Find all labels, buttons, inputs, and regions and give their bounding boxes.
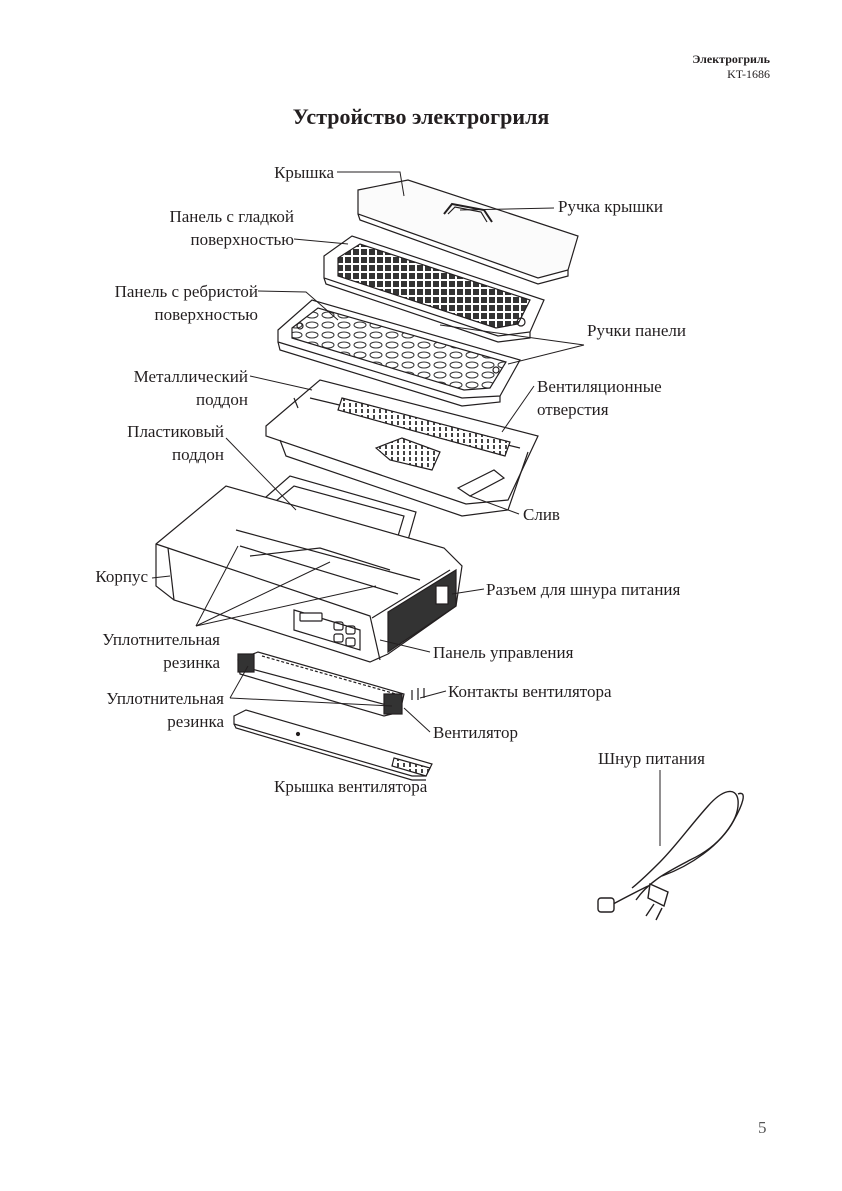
fan-cover-drawing xyxy=(233,709,433,781)
power-cord-drawing xyxy=(597,790,744,921)
label-fan-cover: Крышка вентилятора xyxy=(274,777,428,796)
lid-drawing xyxy=(357,179,579,285)
label-seal-1-line2: резинка xyxy=(163,653,220,672)
label-plastic-tray-line1: Пластиковый xyxy=(127,422,224,441)
label-ribbed-panel-line2: поверхностью xyxy=(154,305,258,324)
leader-lines xyxy=(151,171,661,846)
label-fan: Вентилятор xyxy=(433,723,519,742)
smooth-panel-drawing xyxy=(323,235,545,343)
label-smooth-panel-line2: поверхностью xyxy=(190,230,294,249)
label-plastic-tray-line2: поддон xyxy=(171,445,224,464)
label-body: Корпус xyxy=(95,567,148,586)
header-product: Электрогриль xyxy=(692,52,770,66)
fan-drawing xyxy=(237,651,425,717)
label-lid: Крышка xyxy=(274,163,334,182)
metal-tray-drawing xyxy=(265,379,539,517)
label-seal-2-line2: резинка xyxy=(167,712,224,731)
control-panel-drawing xyxy=(293,609,361,651)
label-seal-2-line1: Уплотнительная xyxy=(106,689,224,708)
ribbed-panel-drawing xyxy=(277,299,521,407)
page-title: Устройство электрогриля xyxy=(292,104,550,129)
label-panel-handles: Ручки панели xyxy=(587,321,686,340)
label-power-cord: Шнур питания xyxy=(598,749,705,768)
header-model: KT-1686 xyxy=(727,67,770,81)
label-ribbed-panel-line1: Панель с ребристой xyxy=(114,282,258,301)
label-vents-line1: Вентиляционные xyxy=(537,377,662,396)
label-smooth-panel-line1: Панель с гладкой xyxy=(169,207,294,226)
label-power-socket: Разъем для шнура питания xyxy=(486,580,681,599)
page-number: 5 xyxy=(758,1118,767,1137)
label-drain: Слив xyxy=(523,505,560,524)
label-seal-1-line1: Уплотнительная xyxy=(102,630,220,649)
label-control-panel: Панель управления xyxy=(433,643,574,662)
label-fan-contacts: Контакты вентилятора xyxy=(448,682,612,701)
label-metal-tray-line2: поддон xyxy=(195,390,248,409)
label-vents-line2: отверстия xyxy=(537,400,609,419)
label-metal-tray-line1: Металлический xyxy=(133,367,248,386)
label-lid-handle: Ручка крышки xyxy=(558,197,663,216)
